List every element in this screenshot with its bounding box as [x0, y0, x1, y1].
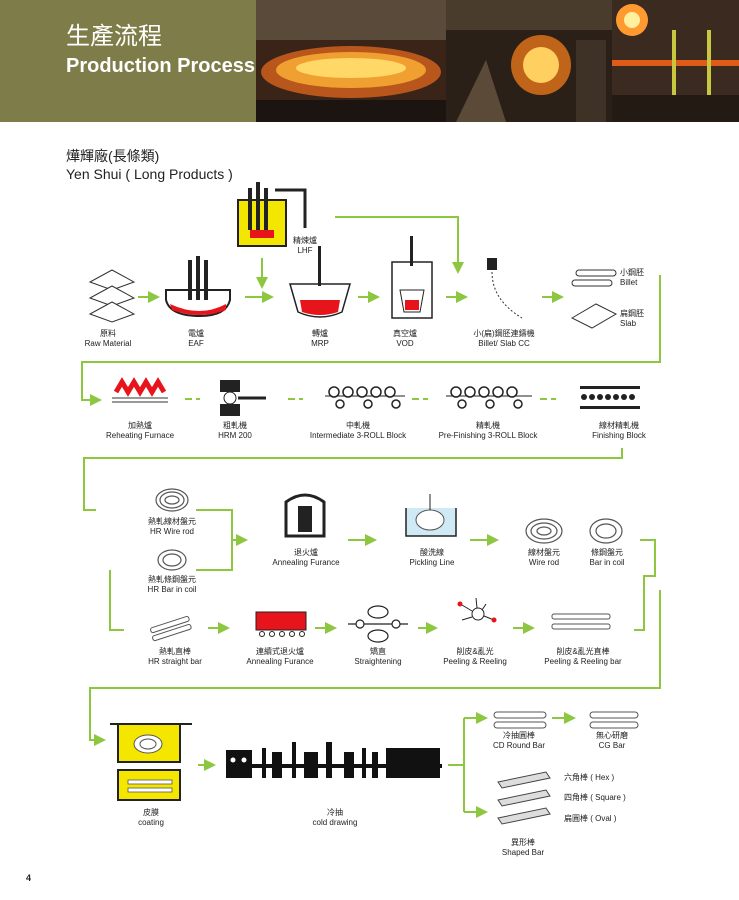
photo-hot-coil [256, 0, 446, 122]
finishing-block-icon [580, 386, 640, 409]
hr-straight-bar-icon [150, 615, 192, 642]
intermediate-block-icon [325, 386, 405, 409]
straightening-icon [348, 605, 408, 643]
shaped-bar-icon [497, 771, 551, 825]
header-banner: 生產流程 Production Process [0, 0, 739, 122]
connector-row2-row3 [83, 448, 623, 511]
photo-furnace [446, 0, 612, 122]
flow-lines [81, 216, 661, 818]
lhf-icon [237, 182, 307, 247]
annealing-furnace-icon [284, 493, 326, 538]
reheating-furnace-icon [112, 377, 168, 403]
label-shape-hex: 六角棒 ( Hex ) [564, 773, 615, 782]
connector-row4-row5 [89, 590, 661, 746]
connector-row1-row2 [81, 275, 661, 406]
pickling-line-icon [405, 494, 457, 537]
wire-rod-coil-icon [525, 518, 563, 544]
section-title-en: Yen Shui ( Long Products ) [66, 166, 233, 182]
cg-bar-icon [589, 711, 639, 729]
connector-to-hrstraight [109, 570, 124, 631]
cold-drawing-icon [226, 742, 442, 778]
cd-round-bar-icon [493, 711, 547, 729]
coating-icon [110, 723, 192, 801]
label-shape-oval: 扁圓棒 ( Oval ) [564, 814, 617, 823]
page-title-en: Production Process [66, 55, 255, 77]
pre-finishing-block-icon [446, 386, 532, 409]
billet-slab-cc-icon [487, 258, 523, 319]
page-number: 4 [26, 873, 32, 883]
banner-title-panel [0, 0, 256, 122]
connector-row3-row4 [634, 539, 656, 631]
arrow-lhf-to-cc [335, 216, 464, 274]
bar-in-coil-icon [589, 518, 623, 544]
raw-material-icon [88, 269, 136, 323]
hr-bar-in-coil-icon [157, 549, 187, 571]
section-title-cn: 燁輝廠(長條類) [66, 148, 160, 164]
photo-rolling-mill [612, 0, 739, 122]
eaf-icon [165, 256, 231, 318]
billet-icon [571, 269, 617, 287]
vod-icon [391, 236, 433, 319]
peeling-reeling-icon [457, 597, 497, 623]
peeling-reeling-bar-icon [551, 613, 611, 630]
label-shape-square: 四角棒 ( Square ) [564, 793, 626, 802]
hrm-icon [220, 380, 266, 416]
page-title-cn: 生產流程 [66, 23, 162, 50]
slab-icon [570, 303, 618, 329]
continuous-annealing-icon [255, 611, 307, 637]
mrp-icon [289, 246, 351, 318]
hr-wire-rod-coil-icon [155, 488, 189, 512]
